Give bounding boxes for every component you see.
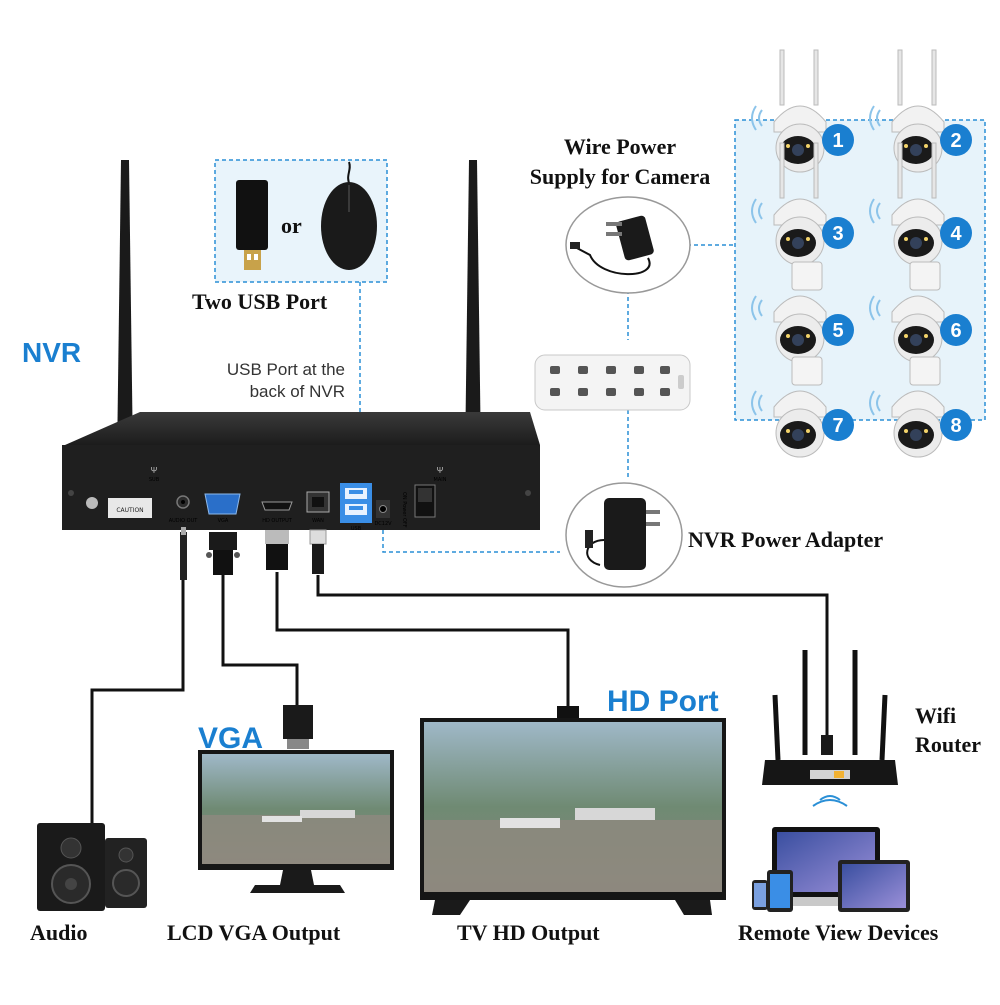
audio-out-label: AUDIO OUT [169,518,199,524]
hd-output-port [261,501,293,511]
camera-6-number: 6 [950,320,961,342]
tv-icon [420,718,726,915]
wifi-router-icon [762,650,898,807]
camera-6-icon: 6 [869,261,972,363]
nvr-power-adapter-icon [565,482,683,588]
dc12v-label: DC12V [374,521,392,527]
camera-4-icon: 4 [869,142,972,266]
wire-power-line2: Supply for Camera [530,164,711,189]
camera-2-number: 2 [950,130,961,152]
camera-3-number: 3 [832,223,843,245]
lcd-vga-output-label: LCD VGA Output [167,920,341,945]
camera-4-number: 4 [950,223,962,245]
usb-back-line2: back of NVR [250,382,345,401]
nvr-power-adapter-label: NVR Power Adapter [688,527,883,552]
tv-hd-output-label: TV HD Output [457,920,600,945]
hd-port-label: HD Port [607,685,719,718]
audio-out-port [176,495,190,509]
caution-label: CAUTION [116,507,143,514]
usb-ports [340,483,372,523]
vga-port [204,493,241,515]
camera-power-adapter [565,196,691,294]
sub-antenna-label: SUB [149,477,160,483]
camera-8-icon: 8 [869,356,972,458]
wan-cable [316,575,829,735]
sub-antenna-icon: Ψ [151,466,158,475]
usb-back-line1: USB Port at the [227,360,345,379]
camera-7-badge [822,409,854,441]
remote-view-devices-icon [752,827,910,912]
camera-3-badge [822,217,854,249]
camera-8-badge [940,409,972,441]
usb-peripheral-box [214,159,388,283]
power-switch [414,484,436,518]
camera-1-badge [822,124,854,156]
camera-5-number: 5 [832,320,843,342]
power-strip-icon [534,354,691,411]
camera-1-icon: 1 [751,49,854,173]
wan-port [306,491,330,513]
camera-5-badge [822,314,854,346]
or-label: or [281,213,302,238]
wifi-label-line1: Wifi [915,703,956,728]
usb-ports-label: USB [351,526,362,532]
hdmi-cable [275,572,570,712]
vga-cable [221,575,299,715]
cables [90,572,829,830]
camera-6-badge [940,314,972,346]
camera-7-icon: 7 [751,356,854,458]
camera-7-number: 7 [832,415,843,437]
camera-5-icon: 5 [751,261,854,363]
cameras: 1 2 3 4 5 6 7 8 [751,49,972,458]
vga-port-label: VGA [218,518,229,524]
wan-port-label: WAN [312,518,324,524]
mouse-icon [321,161,377,270]
nvr-unit: CAUTION AUDIO OUT VGA HD OUTPUT WAN [62,160,540,532]
audio-label: Audio [30,920,87,945]
camera-1-number: 1 [832,130,843,152]
two-usb-port-label: Two USB Port [192,289,328,314]
nvr-title: NVR [22,337,81,368]
hd-output-label: HD OUTPUT [262,518,293,524]
lcd-monitor-icon [198,750,394,893]
power-switch-label: ON Power OFF [401,492,407,528]
caution-sticker [108,498,152,518]
text-labels: NVR Two USB Port or USB Port at the back… [22,134,981,945]
camera-2-icon: 2 [869,49,972,173]
audio-cable [90,580,185,830]
wire-power-line1: Wire Power [564,134,676,159]
camera-4-badge [940,217,972,249]
main-antenna-icon: Ψ [437,466,444,475]
remote-view-devices-label: Remote View Devices [738,920,939,945]
main-antenna-label: MAIN [434,477,447,483]
camera-8-number: 8 [950,415,961,437]
cameras-block [734,119,986,421]
wifi-label-line2: Router [915,732,981,757]
camera-2-badge [940,124,972,156]
vga-label: VGA [198,722,263,755]
speakers-icon [37,823,147,911]
usb-dongle-icon [236,180,268,270]
dc12v-port [376,500,390,518]
camera-3-icon: 3 [751,142,854,266]
